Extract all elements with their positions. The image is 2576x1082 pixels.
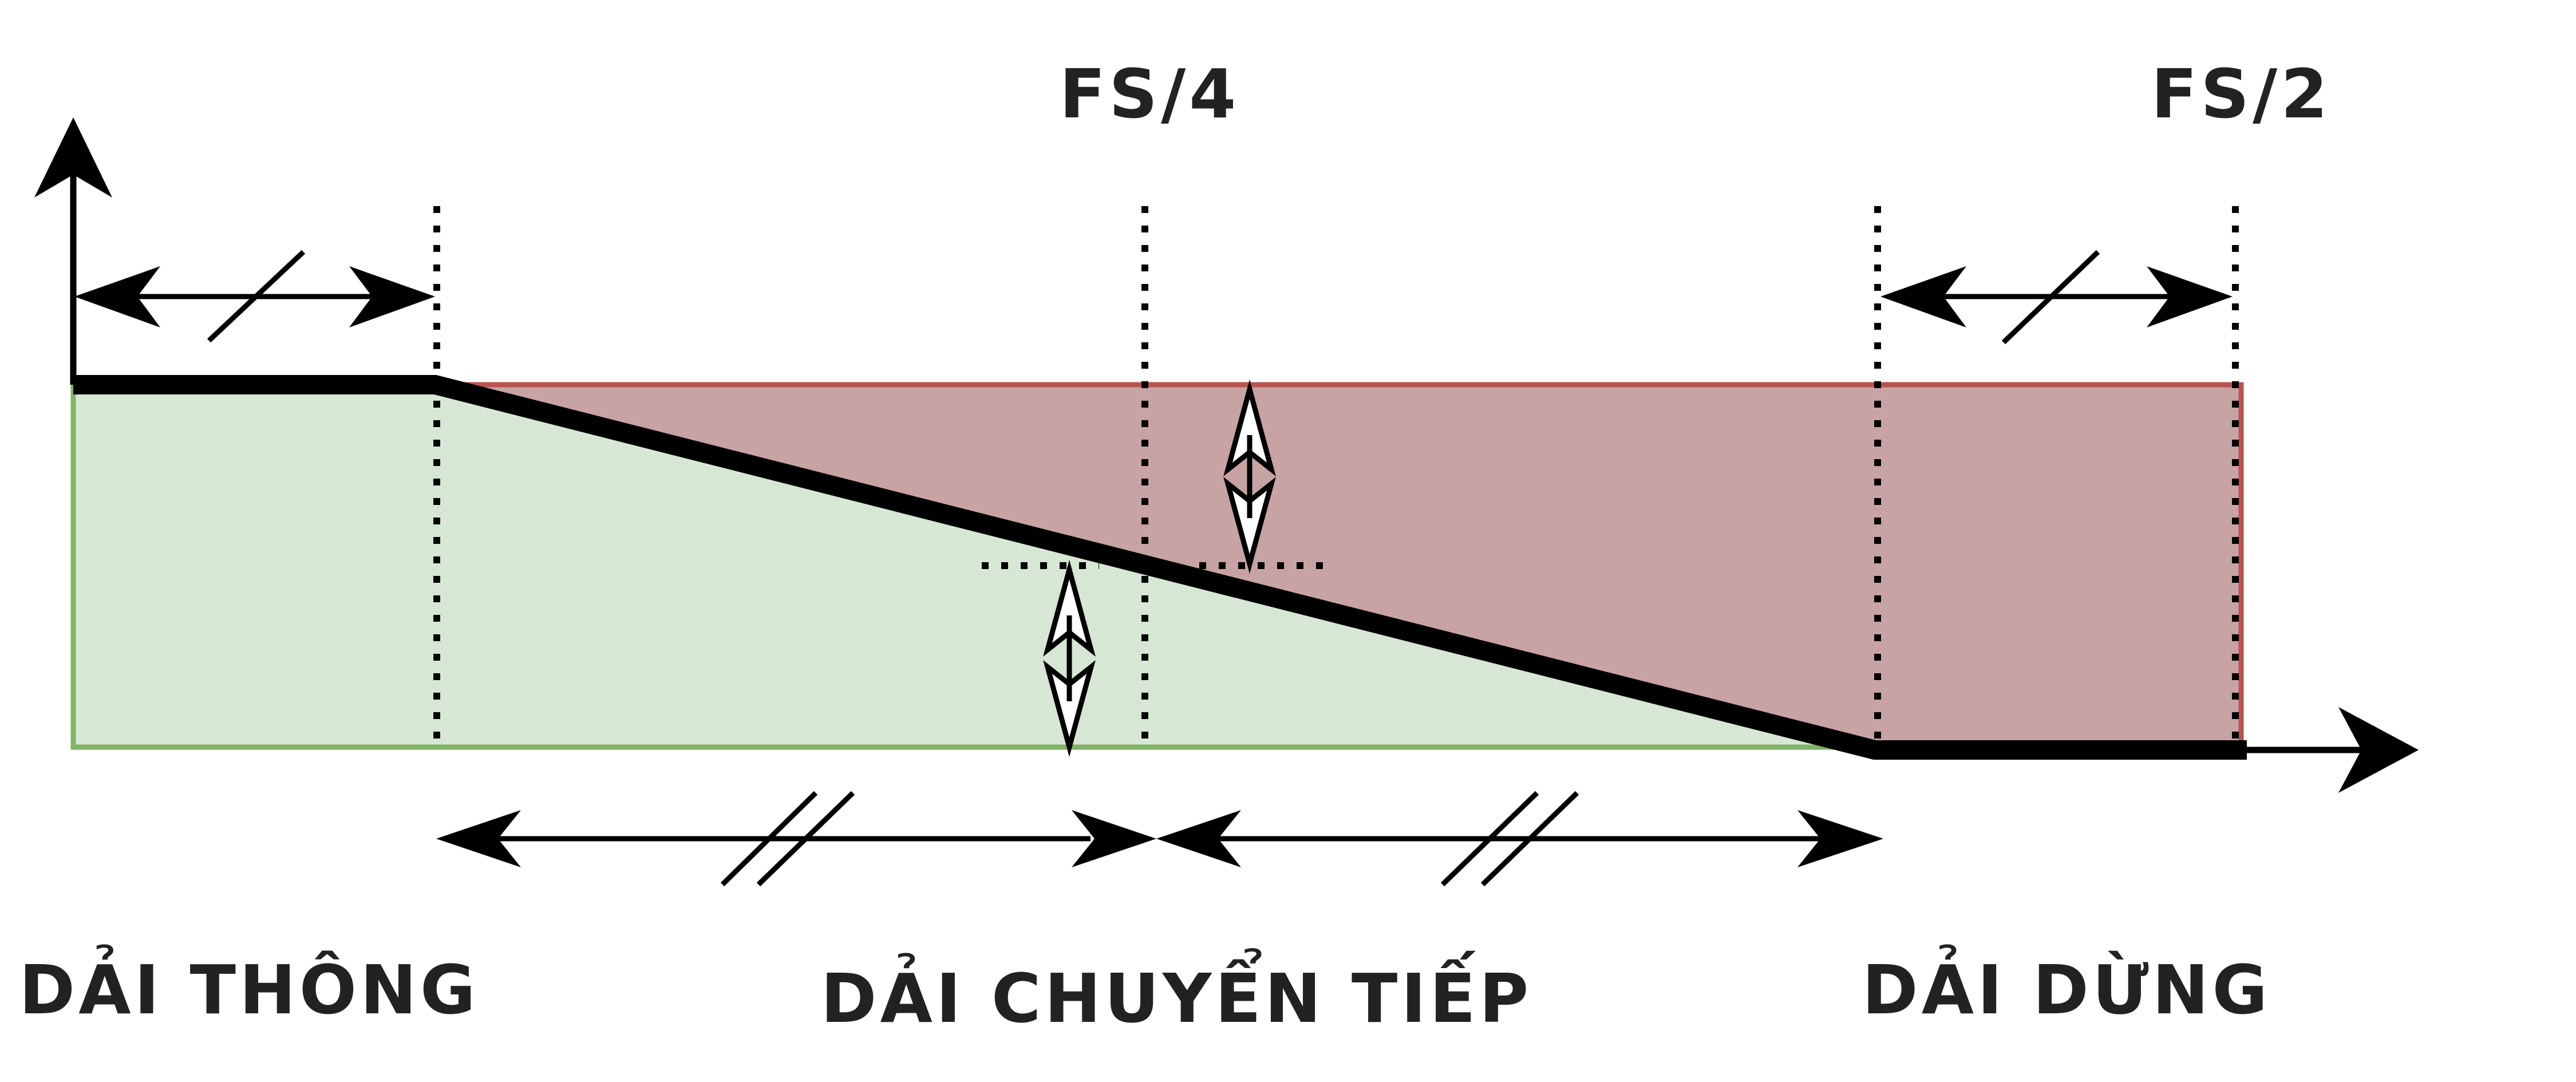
passband-width-arrow — [74, 250, 435, 343]
stopband-label: DẢI DỪNG — [1862, 944, 2271, 1029]
passband-label: DẢI THÔNG — [19, 944, 479, 1029]
y-axis-arrowhead — [34, 117, 112, 198]
filter-response-curve — [73, 375, 2247, 760]
passband-tolerance-region — [73, 385, 1875, 750]
passband-ripple-arrow — [1043, 559, 1096, 757]
x-axis-arrowhead — [2338, 707, 2419, 793]
stopband-attenuation-arrow — [1223, 379, 1276, 574]
transition-width-arrow-left — [436, 791, 1156, 887]
stopband-tolerance-region — [435, 385, 2241, 750]
passband-tolerance-edge — [70, 385, 1872, 750]
stopband-width-arrow — [1880, 250, 2233, 345]
fs2-label: FS/2 — [2151, 54, 2332, 133]
fs4-label: FS/4 — [1060, 54, 1240, 133]
stopband-tolerance-edge — [435, 382, 2244, 750]
transition-width-arrow-right — [1156, 791, 1883, 887]
transition-band-label: DẢI CHUYỂN TIẾP — [821, 948, 1532, 1038]
